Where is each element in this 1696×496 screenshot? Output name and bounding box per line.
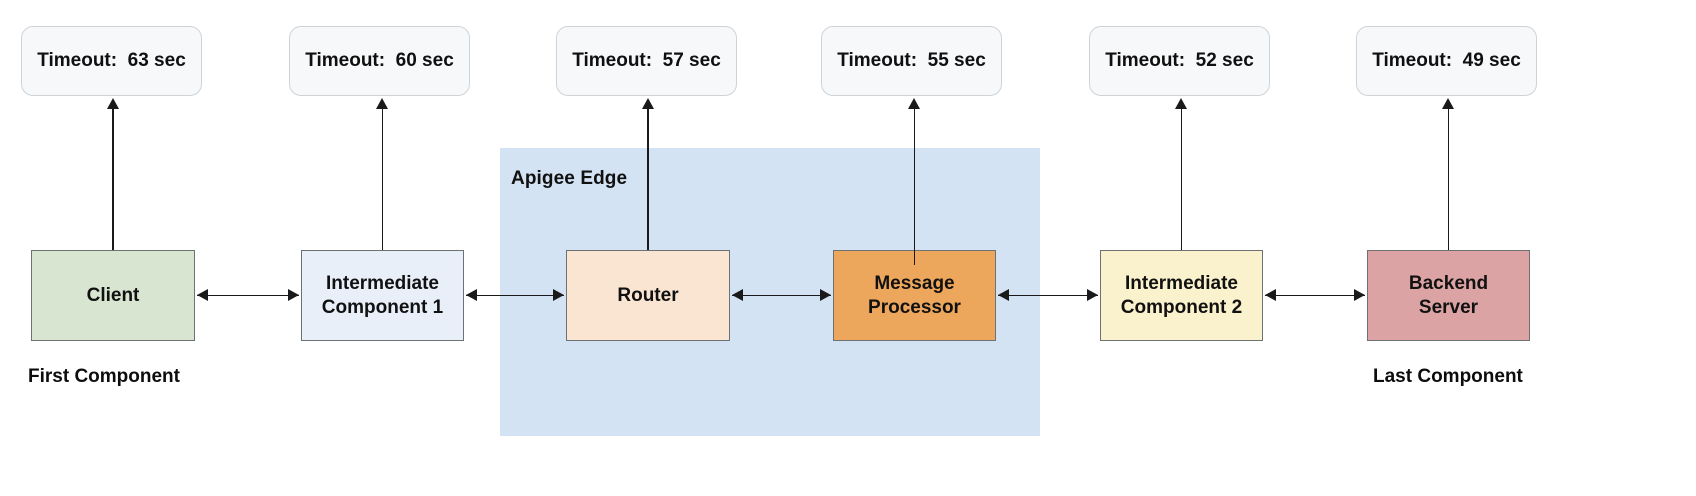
- connector-int1-to-router-arrowhead-left: [466, 289, 477, 301]
- node-message-processor-label-line2: Processor: [868, 296, 961, 318]
- timeout-connector-int1-arrowhead: [376, 98, 388, 109]
- region-apigee-edge-label: Apigee Edge: [511, 168, 628, 189]
- timeout-connector-backend-arrowhead: [1442, 98, 1454, 109]
- node-intermediate-component-1: Intermediate Component 1: [301, 250, 464, 341]
- node-intermediate-component-1-label-line1: Intermediate: [326, 273, 439, 295]
- node-client-label-line1: Client: [86, 284, 140, 306]
- node-router-label-line1: Router: [617, 284, 679, 306]
- connector-client-to-int1-arrowhead-left: [197, 289, 208, 301]
- connector-int2-to-backend-arrowhead-right: [1354, 289, 1365, 301]
- connector-router-to-mp-arrowhead-right: [820, 289, 831, 301]
- connector-int2-to-backend: [1265, 294, 1365, 297]
- connector-client-to-int1-arrowhead-right: [288, 289, 299, 301]
- timeout-connector-int2-arrowhead: [1175, 98, 1187, 109]
- timeout-connector-int2-line: [1180, 107, 1183, 250]
- connector-router-to-mp: [732, 294, 831, 297]
- node-message-processor: Message Processor: [833, 250, 996, 341]
- timeout-connector-int1-line: [381, 107, 384, 250]
- node-backend-server-label-line1: Backend: [1408, 273, 1489, 295]
- connector-mp-to-int2-arrowhead-right: [1087, 289, 1098, 301]
- node-intermediate-component-2-label-line1: Intermediate: [1125, 273, 1238, 295]
- timeout-connector-client-arrowhead: [106, 98, 119, 109]
- node-backend-server-label-line2: Server: [1418, 296, 1479, 318]
- node-backend-server: Backend Server: [1367, 250, 1530, 341]
- timeout-box-client: Timeout: 63 sec: [21, 26, 202, 96]
- connector-int1-to-router-arrowhead-right: [553, 289, 564, 301]
- caption-first-component: First Component: [28, 366, 180, 387]
- timeout-connector-mp-line: [913, 107, 916, 265]
- connector-mp-to-int2-arrowhead-left: [998, 289, 1009, 301]
- timeout-connector-router-line: [647, 107, 649, 250]
- timeout-box-backend-server: Timeout: 49 sec: [1356, 26, 1537, 96]
- node-intermediate-component-2-label-line2: Component 2: [1120, 296, 1243, 318]
- connector-int2-to-backend-arrowhead-left: [1265, 289, 1276, 301]
- node-router: Router: [566, 250, 730, 341]
- timeout-box-router: Timeout: 57 sec: [556, 26, 737, 96]
- timeout-connector-backend-line: [1447, 107, 1450, 250]
- node-intermediate-component-2: Intermediate Component 2: [1100, 250, 1263, 341]
- timeout-connector-client-line: [112, 107, 114, 250]
- connector-client-to-int1: [197, 294, 299, 297]
- timeout-box-intermediate-component-2: Timeout: 52 sec: [1089, 26, 1270, 96]
- node-client: Client: [31, 250, 195, 341]
- timeout-connector-router-arrowhead: [641, 98, 654, 109]
- caption-last-component: Last Component: [1373, 366, 1523, 387]
- node-message-processor-label-line1: Message: [874, 273, 955, 295]
- timeout-connector-mp-arrowhead: [908, 98, 920, 109]
- connector-int1-to-router: [466, 294, 564, 297]
- connector-router-to-mp-arrowhead-left: [732, 289, 743, 301]
- node-intermediate-component-1-label-line2: Component 1: [321, 296, 444, 318]
- connector-mp-to-int2: [998, 294, 1098, 297]
- timeout-box-intermediate-component-1: Timeout: 60 sec: [289, 26, 470, 96]
- timeout-box-message-processor: Timeout: 55 sec: [821, 26, 1002, 96]
